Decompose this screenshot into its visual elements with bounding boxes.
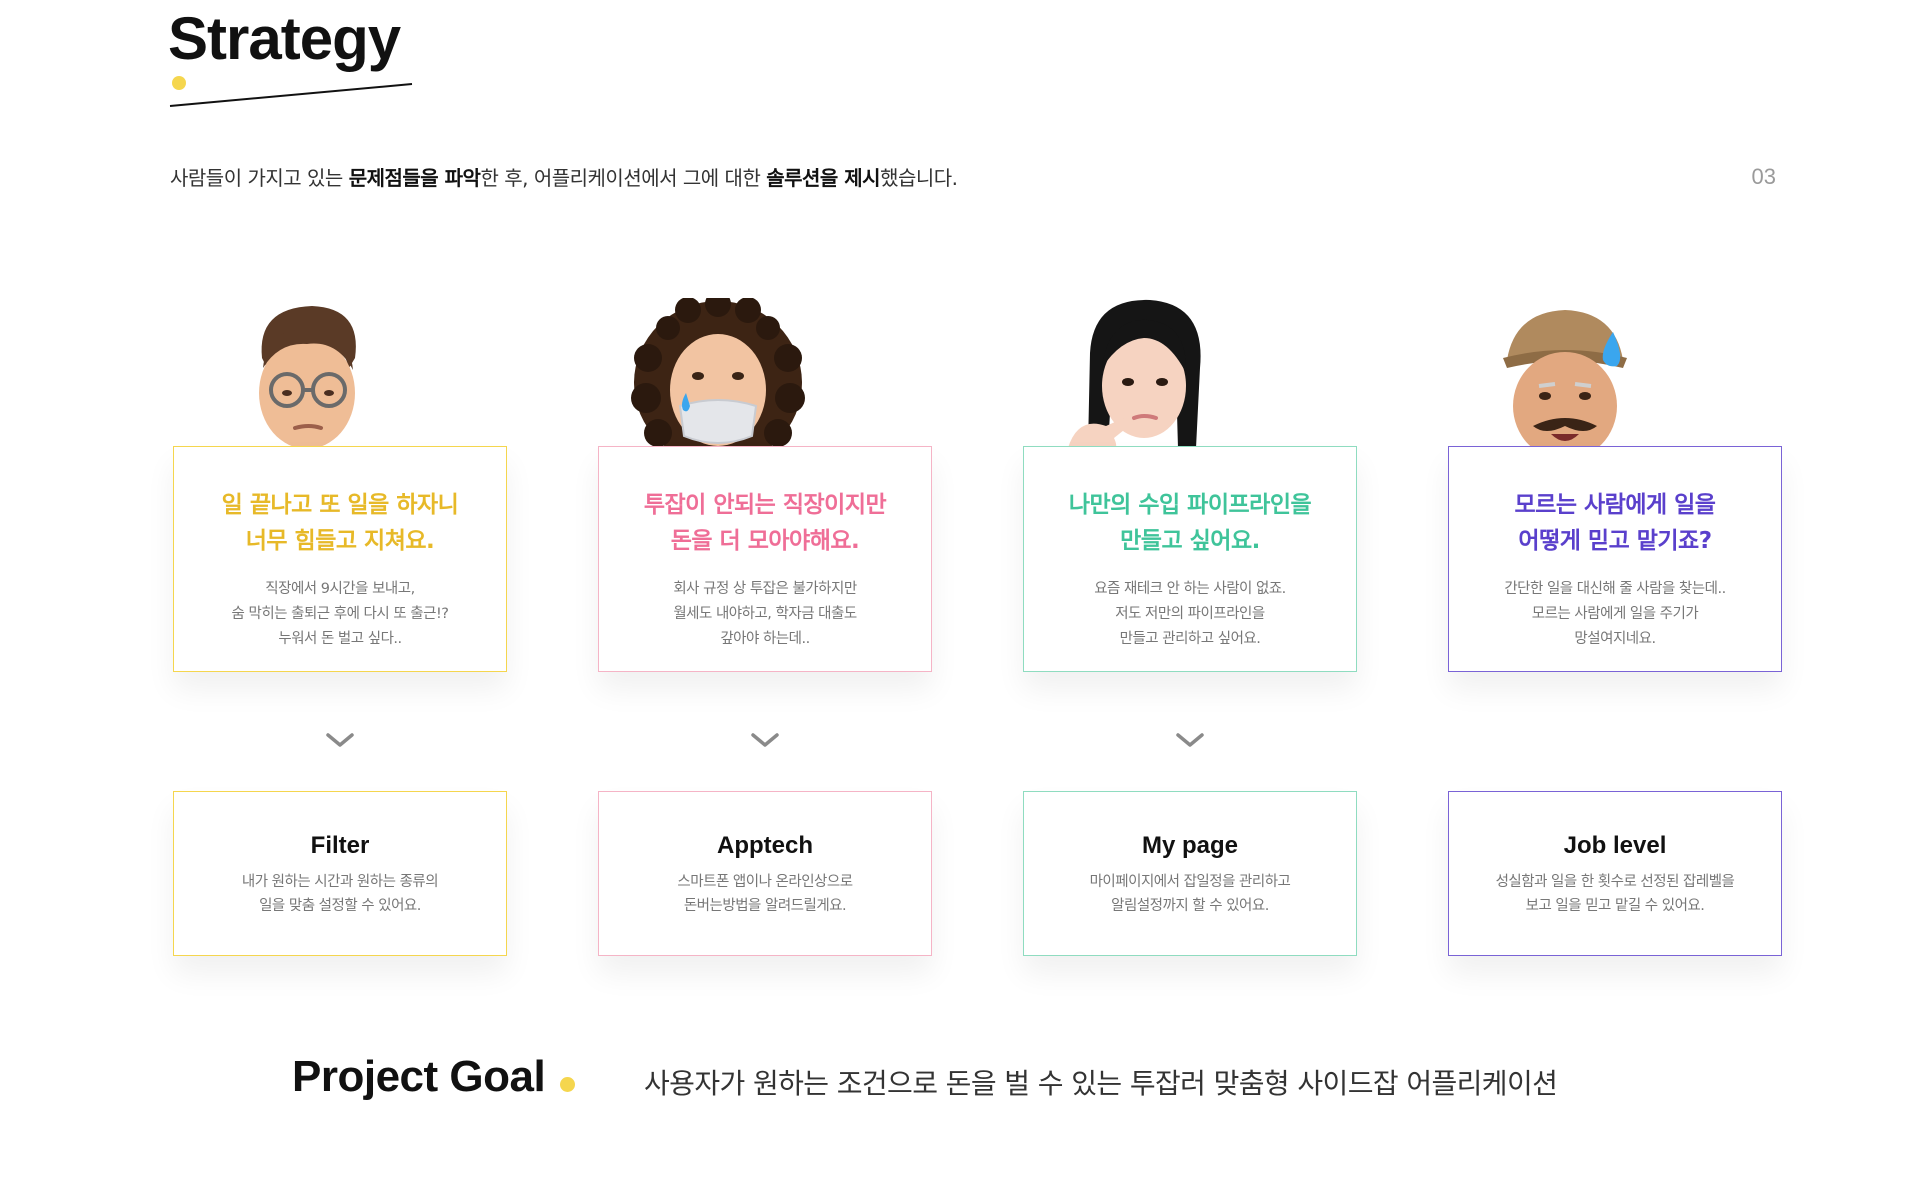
chevron-down-icon [751, 733, 779, 747]
feature-title: Filter [310, 832, 370, 859]
chevron-down-icon [326, 733, 354, 747]
section-title-block: Strategy [168, 4, 428, 114]
title-dot [172, 76, 186, 90]
page-number: 03 [1751, 164, 1776, 189]
chevron-down-icon [1176, 733, 1204, 747]
memoji-woman-thinking-icon [1068, 299, 1201, 464]
section-title: Strategy [168, 5, 401, 72]
intro-text: 사람들이 가지고 있는 문제점들을 파악한 후, 어플리케이션에서 그에 대한 … [170, 166, 958, 190]
feature-title: My page [1141, 832, 1239, 859]
title-underline [169, 83, 413, 107]
feature-title: Job level [1563, 832, 1667, 859]
project-goal-text: 사용자가 원하는 조건으로 돈을 벌 수 있는 투잡러 맞춤형 사이드잡 어플리… [644, 1067, 1558, 1100]
goal-dot [560, 1077, 575, 1092]
project-goal-title: Project Goal [292, 1052, 546, 1101]
memoji-old-man-cap-icon [1503, 310, 1627, 460]
problem-description: 직장에서 9시간을 보내고,숨 막히는 출퇴근 후에 다시 또 출근!?누워서 … [231, 581, 449, 647]
memoji-woman-curly-mask-icon [631, 298, 805, 465]
memoji-man-glasses-icon [259, 306, 356, 449]
feature-title: Apptech [717, 832, 813, 859]
